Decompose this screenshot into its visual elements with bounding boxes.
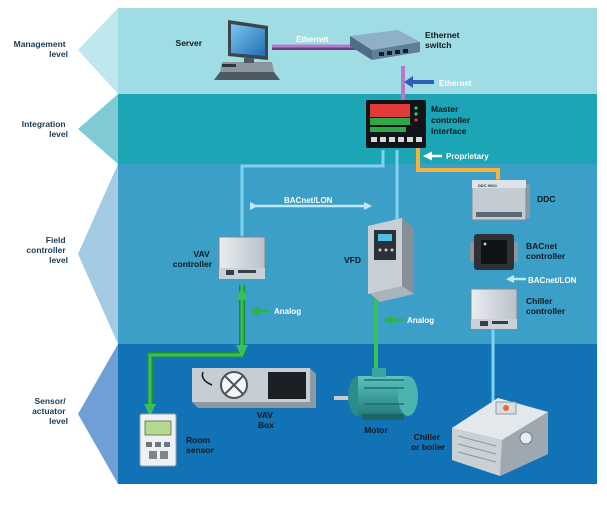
analog-label-vfd: Analog xyxy=(407,316,434,325)
proprietary-label: Proprietary xyxy=(446,152,489,161)
management-chevron xyxy=(78,8,118,94)
field-chevron xyxy=(78,164,118,344)
ethernet-label-down: Ethernet xyxy=(439,79,472,88)
bacnet-lon-label-right: BACnet/LON xyxy=(528,276,577,285)
server-label: Server xyxy=(176,38,203,48)
ethernet-label-top: Ethernet xyxy=(296,35,329,44)
motor-device xyxy=(334,368,418,420)
analog-line-sensor xyxy=(148,353,242,410)
bacnet-controller-device xyxy=(470,234,518,270)
ethernet-pointer-arrowhead xyxy=(404,76,413,88)
chiller-controller-device xyxy=(470,288,518,330)
integration-band xyxy=(118,94,597,164)
master-controller-label: Master controller interface xyxy=(431,104,473,136)
motor-label: Motor xyxy=(364,425,388,435)
sensor-chevron xyxy=(78,344,118,484)
proprietary-line xyxy=(416,144,500,180)
vfd-label: VFD xyxy=(344,255,361,265)
integration-chevron xyxy=(78,94,118,164)
chiller-controller-label: Chiller controller xyxy=(526,296,566,316)
sensor-level-label: Sensor/ actuator level xyxy=(32,396,68,426)
vav-controller-device xyxy=(218,236,266,280)
ethernet-switch-label: Ethernet switch xyxy=(425,30,462,50)
chiller-boiler-device xyxy=(452,398,548,476)
analog-label-vav: Analog xyxy=(274,307,301,316)
bacnet-line-left xyxy=(240,150,385,236)
master-display xyxy=(370,104,410,117)
chiller-boiler-label: Chiller or boiler xyxy=(411,432,446,452)
bacnet-lon-label: BACnet/LON xyxy=(284,196,333,205)
vfd-device xyxy=(368,218,414,302)
room-sensor-device xyxy=(139,413,177,467)
analog-arrow-up xyxy=(236,287,248,300)
room-sensor-label: Room sensor xyxy=(186,435,215,455)
bacnet-controller-label: BACnet controller xyxy=(526,241,566,261)
ddc-device xyxy=(471,179,530,221)
server-screen xyxy=(231,24,265,56)
analog-arrow-sensor xyxy=(144,404,156,416)
master-controller-device xyxy=(366,100,426,148)
ddc-tag: DDC 9000 xyxy=(478,183,497,188)
ethernet-switch-device xyxy=(350,30,420,60)
vav-box-label: VAV Box xyxy=(257,410,276,430)
field-level-label: Field controller level xyxy=(26,235,68,265)
vav-box-device xyxy=(192,368,316,408)
ddc-label: DDC xyxy=(537,194,555,204)
integration-level-label: Integration level xyxy=(22,119,68,139)
analog-arrow-down xyxy=(236,345,248,358)
vav-controller-label: VAV controller xyxy=(173,249,213,269)
management-level-label: Management level xyxy=(14,39,68,59)
server-computer xyxy=(214,20,280,80)
management-band xyxy=(118,8,597,94)
